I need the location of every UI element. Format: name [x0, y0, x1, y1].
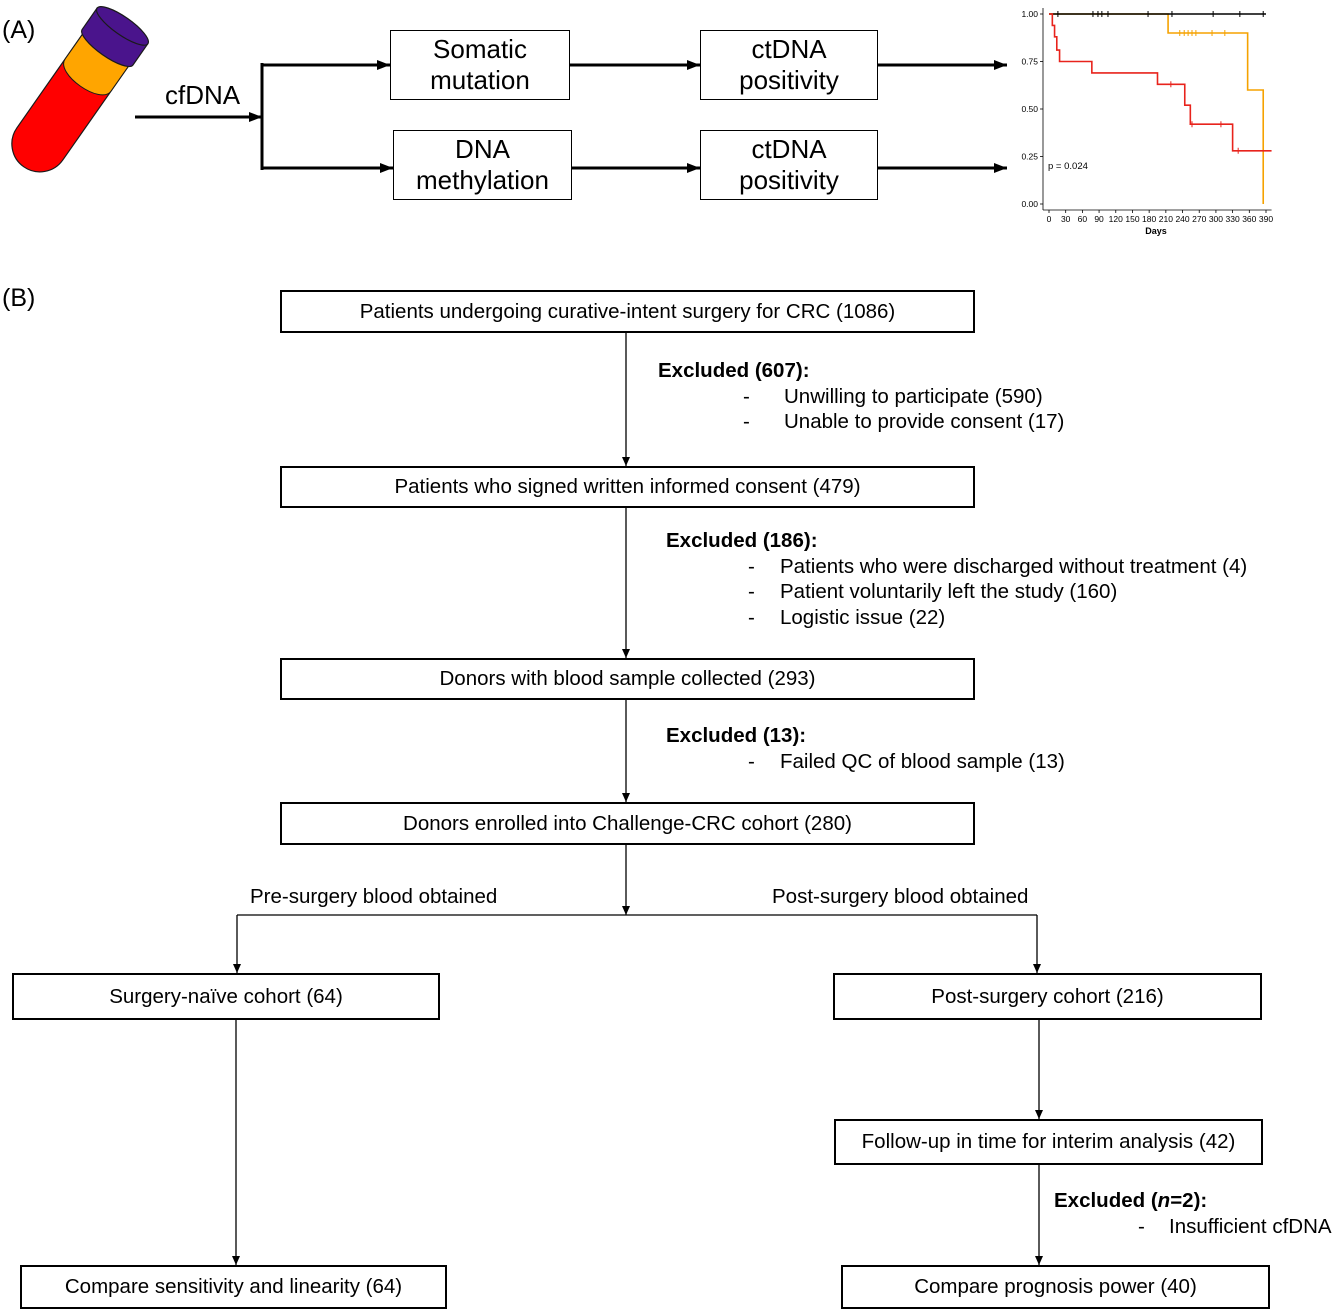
y-tick-label: 0.75 — [1021, 57, 1038, 67]
box-line: mutation — [430, 65, 530, 95]
km-censor-mark — [1235, 147, 1241, 154]
km-censor-mark — [1218, 121, 1224, 128]
exclusion-1-item: Unwilling to participate (590) — [784, 385, 1043, 408]
consent-box: Patients who signed written informed con… — [280, 466, 975, 508]
box-line: positivity — [739, 65, 839, 95]
x-tick-label: 210 — [1159, 214, 1173, 224]
km-censor-mark — [1209, 30, 1215, 36]
box-line: ctDNA — [751, 134, 827, 164]
x-tick-label: 300 — [1209, 214, 1223, 224]
exclusion-2-item: Patients who were discharged without tre… — [780, 555, 1248, 578]
panel-b-connectors — [232, 333, 1043, 1265]
km-censor-mark — [1099, 11, 1105, 17]
panel-a-connectors — [135, 60, 1007, 173]
x-tick-label: 330 — [1226, 214, 1240, 224]
y-tick-label: 0.25 — [1021, 152, 1038, 162]
compare-prognosis-box: Compare prognosis power (40) — [841, 1265, 1270, 1309]
box-line: ctDNA — [751, 34, 827, 64]
y-tick-label: 0.00 — [1021, 199, 1038, 209]
somatic-mutation-box: Somatic mutation — [390, 30, 570, 100]
km-censor-mark — [1145, 11, 1151, 17]
x-tick-label: 240 — [1175, 214, 1189, 224]
tube-serum-layer — [63, 30, 132, 96]
exclusion-2-title: Excluded (186): — [666, 529, 818, 552]
km-censor-mark — [1177, 30, 1183, 36]
ctdna-positivity-box-top: ctDNA positivity — [700, 30, 878, 100]
p-value-annotation: p = 0.024 — [1048, 161, 1088, 172]
blood-tube-icon — [11, 6, 149, 173]
km-censor-mark — [1105, 11, 1111, 17]
km-censor-mark — [1222, 30, 1228, 36]
bullet-dash: - — [748, 580, 755, 603]
x-tick-label: 180 — [1142, 214, 1156, 224]
km-censor-mark — [1193, 30, 1199, 36]
post-surgery-cohort-box: Post-surgery cohort (216) — [833, 973, 1262, 1020]
x-axis-title: Days — [1145, 226, 1167, 236]
km-censor-mark — [1090, 11, 1096, 17]
dna-methylation-box: DNA methylation — [393, 130, 572, 200]
y-tick-label: 0.50 — [1021, 104, 1038, 114]
exclusion-3-item: Failed QC of blood sample (13) — [780, 750, 1065, 773]
box-line: Somatic — [433, 34, 527, 64]
x-tick-label: 150 — [1125, 214, 1139, 224]
compare-sensitivity-box: Compare sensitivity and linearity (64) — [20, 1265, 447, 1309]
exclusion-1-title: Excluded (607): — [658, 359, 810, 382]
tube-cap — [81, 7, 149, 68]
bullet-dash: - — [743, 410, 750, 433]
panel-b-label: (B) — [2, 284, 36, 312]
panel-a-label: (A) — [2, 16, 36, 44]
exclusion-1-item: Unable to provide consent (17) — [784, 410, 1065, 433]
km-censor-mark — [1055, 11, 1061, 17]
x-tick-label: 270 — [1192, 214, 1206, 224]
x-tick-label: 60 — [1078, 214, 1088, 224]
tube-cap-top — [95, 6, 149, 46]
branch-pre-surgery-label: Pre-surgery blood obtained — [250, 885, 498, 908]
exclusion-4-title: Excluded (n=2): — [1054, 1189, 1207, 1213]
cohort-box: Donors enrolled into Challenge-CRC cohor… — [280, 802, 975, 845]
branch-post-surgery-label: Post-surgery blood obtained — [772, 885, 1029, 908]
bullet-dash: - — [1138, 1215, 1145, 1238]
km-censor-mark — [1169, 11, 1175, 17]
bullet-dash: - — [748, 606, 755, 629]
exclusion-2-item: Patient voluntarily left the study (160) — [780, 580, 1118, 603]
km-curve-3 — [1049, 13, 1272, 152]
surgery-naive-cohort-box: Surgery-naïve cohort (64) — [12, 973, 440, 1020]
km-censor-mark — [1189, 121, 1195, 128]
blood-sample-box: Donors with blood sample collected (293) — [280, 658, 975, 700]
x-tick-label: 0 — [1047, 214, 1052, 224]
exclusion-4-title-prefix: Excluded ( — [1054, 1189, 1158, 1212]
box-line: DNA — [455, 134, 510, 164]
x-tick-label: 360 — [1242, 214, 1256, 224]
exclusion-4-item: Insufficient cfDNA — [1169, 1215, 1332, 1238]
bullet-dash: - — [748, 555, 755, 578]
km-censor-mark — [1237, 11, 1243, 17]
exclusion-4-title-italic: n — [1157, 1189, 1171, 1212]
follow-up-box: Follow-up in time for interim analysis (… — [834, 1119, 1263, 1165]
bullet-dash: - — [748, 750, 755, 773]
bullet-dash: - — [743, 385, 750, 408]
box-line: methylation — [416, 165, 549, 195]
x-tick-label: 30 — [1061, 214, 1071, 224]
x-tick-label: 390 — [1259, 214, 1273, 224]
km-curve-2 — [1049, 13, 1265, 204]
exclusion-4-title-suffix: =2): — [1170, 1189, 1208, 1212]
ctdna-positivity-box-bottom: ctDNA positivity — [700, 130, 878, 200]
x-tick-label: 120 — [1109, 214, 1123, 224]
cfdna-input-label: cfDNA — [165, 80, 241, 110]
box-line: positivity — [739, 165, 839, 195]
km-censor-mark — [1260, 11, 1266, 17]
km-censor-mark — [1168, 81, 1174, 88]
y-tick-label: 1.00 — [1021, 9, 1038, 19]
x-tick-label: 90 — [1094, 214, 1104, 224]
exclusion-3-title: Excluded (13): — [666, 724, 807, 747]
surgery-patients-box: Patients undergoing curative-intent surg… — [280, 290, 975, 333]
exclusion-2-item: Logistic issue (22) — [780, 606, 946, 629]
km-censor-mark — [1210, 11, 1216, 17]
